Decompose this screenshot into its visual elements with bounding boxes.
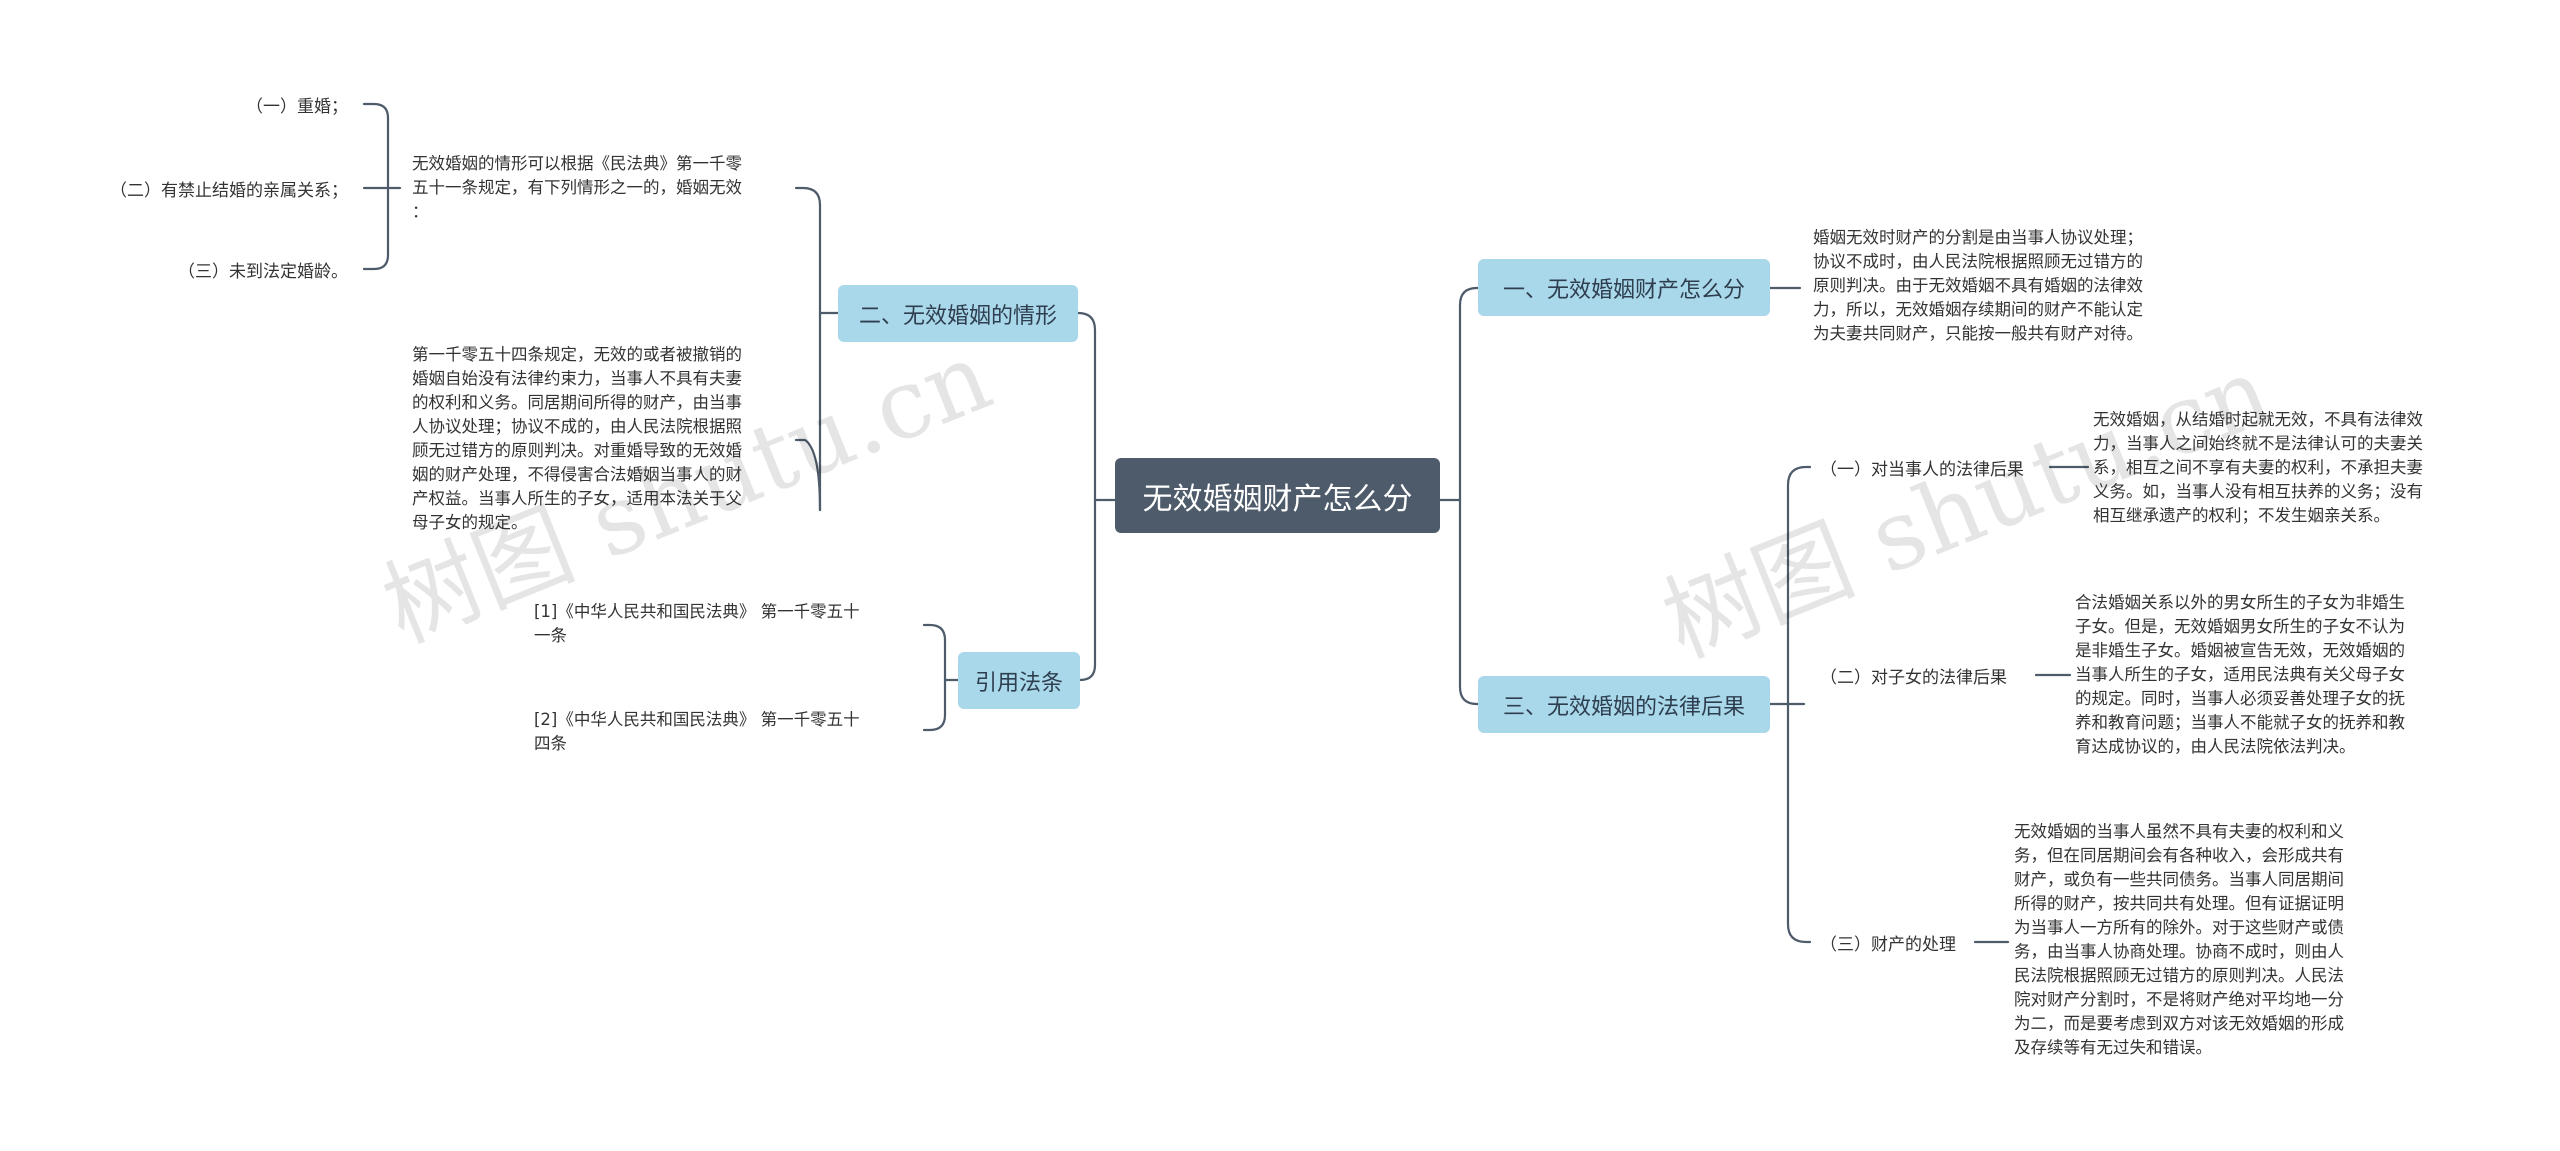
topic-cited-laws[interactable]: 引用法条: [958, 652, 1080, 709]
text-line: 院对财产分割时，不是将财产绝对平均地一分: [2014, 990, 2344, 1009]
topic-invalid-marriage-situations[interactable]: 二、无效婚姻的情形: [838, 285, 1078, 342]
situation-item-underage[interactable]: （三）未到法定婚龄。: [178, 262, 348, 282]
text-line: 是非婚生子女。婚姻被宣告无效，无效婚姻的: [2075, 641, 2405, 660]
text-line: 为二，而是要考虑到双方对该无效婚姻的形成: [2014, 1014, 2344, 1033]
text-line: 务，但在同居期间会有各种收入，会形成共有: [2014, 846, 2344, 865]
text-line: 人协议处理；协议不成的，由人民法院根据照: [412, 417, 742, 436]
sub-consequence-for-parties[interactable]: （一）对当事人的法律后果: [1820, 460, 2024, 480]
text-line: 无效婚姻，从结婚时起就无效，不具有法律效: [2093, 410, 2423, 429]
text-line: [2]《中华人民共和国民法典》 第一千零五十: [534, 710, 860, 729]
text-line: 义务。如，当事人没有相互扶养的义务；没有: [2093, 482, 2423, 501]
text-line: 相互继承遗产的权利；不发生姻亲关系。: [2093, 506, 2390, 525]
text-line: 母子女的规定。: [412, 513, 528, 532]
text-line: 无效婚姻的情形可以根据《民法典》第一千零: [412, 154, 742, 173]
text-line: 养和教育问题；当事人不能就子女的抚养和教: [2075, 713, 2405, 732]
situation-item-bigamy[interactable]: （一）重婚；: [246, 97, 348, 117]
text-line: 顾无过错方的原则判决。对重婚导致的无效婚: [412, 441, 742, 460]
text-line: 子女。但是，无效婚姻男女所生的子女不认为: [2075, 617, 2405, 636]
text-line: 四条: [534, 734, 567, 753]
text-line: 协议不成时，由人民法院根据照顾无过错方的: [1813, 252, 2143, 271]
text-line: 所得的财产，按共同共有处理。但有证据证明: [2014, 894, 2344, 913]
topic-how-to-divide-property[interactable]: 一、无效婚姻财产怎么分: [1478, 259, 1770, 316]
text-line: 为当事人一方所有的除外。对于这些财产或债: [2014, 918, 2344, 937]
text-line: 务，由当事人协商处理。协商不成时，则由人: [2014, 942, 2344, 961]
sub-consequence-for-children[interactable]: （二）对子女的法律后果: [1820, 668, 2007, 688]
text-line: 原则判决。由于无效婚姻不具有婚姻的法律效: [1813, 276, 2143, 295]
text-line: 第一千零五十四条规定，无效的或者被撤销的: [412, 345, 742, 364]
text-line: [1]《中华人民共和国民法典》 第一千零五十: [534, 602, 860, 621]
text-line: 婚姻无效时财产的分割是由当事人协议处理；: [1813, 228, 2143, 247]
situations-intro-text: 无效婚姻的情形可以根据《民法典》第一千零 五十一条规定，有下列情形之一的，婚姻无…: [412, 152, 742, 224]
citation-1[interactable]: [1]《中华人民共和国民法典》 第一千零五十 一条: [534, 600, 860, 648]
text-line: 的规定。同时，当事人必须妥善处理子女的抚: [2075, 689, 2405, 708]
text-line: 五十一条规定，有下列情形之一的，婚姻无效: [412, 178, 742, 197]
text-line: 为夫妻共同财产，只能按一般共有财产对待。: [1813, 324, 2143, 343]
sub-consequence-for-parties-text: 无效婚姻，从结婚时起就无效，不具有法律效 力，当事人之间始终就不是法律认可的夫妻…: [2093, 408, 2423, 528]
text-line: 民法院根据照顾无过错方的原则判决。人民法: [2014, 966, 2344, 985]
text-line: 产权益。当事人所生的子女，适用本法关于父: [412, 489, 742, 508]
sub-property-handling-text: 无效婚姻的当事人虽然不具有夫妻的权利和义 务，但在同居期间会有各种收入，会形成共…: [2014, 820, 2344, 1060]
situation-item-prohibited-kinship[interactable]: （二）有禁止结婚的亲属关系；: [110, 181, 348, 201]
text-line: 一条: [534, 626, 567, 645]
text-line: ：: [412, 202, 429, 221]
text-line: 的权利和义务。同居期间所得的财产，由当事: [412, 393, 742, 412]
topic-how-to-divide-text: 婚姻无效时财产的分割是由当事人协议处理； 协议不成时，由人民法院根据照顾无过错方…: [1813, 226, 2143, 346]
citation-2[interactable]: [2]《中华人民共和国民法典》 第一千零五十 四条: [534, 708, 860, 756]
text-line: 力，所以，无效婚姻存续期间的财产不能认定: [1813, 300, 2143, 319]
root-topic[interactable]: 无效婚姻财产怎么分: [1115, 458, 1440, 533]
text-line: 无效婚姻的当事人虽然不具有夫妻的权利和义: [2014, 822, 2344, 841]
text-line: 合法婚姻关系以外的男女所生的子女为非婚生: [2075, 593, 2405, 612]
sub-property-handling[interactable]: （三）财产的处理: [1820, 935, 1956, 955]
text-line: 当事人所生的子女，适用民法典有关父母子女: [2075, 665, 2405, 684]
text-line: 育达成协议的，由人民法院依法判决。: [2075, 737, 2356, 756]
topic-legal-consequences[interactable]: 三、无效婚姻的法律后果: [1478, 676, 1770, 733]
sub-consequence-for-children-text: 合法婚姻关系以外的男女所生的子女为非婚生 子女。但是，无效婚姻男女所生的子女不认…: [2075, 591, 2405, 759]
text-line: 系，相互之间不享有夫妻的权利，不承担夫妻: [2093, 458, 2423, 477]
text-line: 财产，或负有一些共同债务。当事人同居期间: [2014, 870, 2344, 889]
text-line: 及存续等有无过失和错误。: [2014, 1038, 2212, 1057]
article-1054-text: 第一千零五十四条规定，无效的或者被撤销的 婚姻自始没有法律约束力，当事人不具有夫…: [412, 343, 742, 535]
text-line: 婚姻自始没有法律约束力，当事人不具有夫妻: [412, 369, 742, 388]
text-line: 力，当事人之间始终就不是法律认可的夫妻关: [2093, 434, 2423, 453]
text-line: 姻的财产处理，不得侵害合法婚姻当事人的财: [412, 465, 742, 484]
